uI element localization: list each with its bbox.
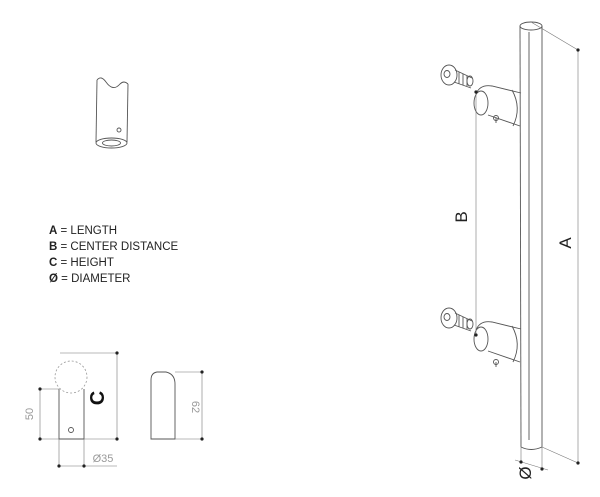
standoff-front-view (38, 351, 119, 468)
legend-key: A (49, 225, 58, 237)
standoff-side-view (150, 370, 204, 441)
legend-row-length: A = LENGTH (49, 223, 178, 239)
dimension-label-50: 50 (24, 408, 36, 420)
legend-row-center-distance: B = CENTER DISTANCE (49, 239, 178, 255)
legend-key: B (49, 241, 58, 253)
dimension-legend: A = LENGTH B = CENTER DISTANCE C = HEIGH… (49, 223, 178, 287)
dimension-label-62: 62 (189, 401, 201, 413)
legend-text: = HEIGHT (60, 257, 114, 269)
legend-text: = LENGTH (60, 225, 118, 237)
dimension-label-diameter-35: Ø35 (93, 453, 114, 465)
dimension-label-diameter: Ø (516, 466, 535, 479)
legend-row-diameter: Ø = DIAMETER (49, 271, 178, 287)
dimension-label-b: B (452, 211, 471, 222)
pull-handle-perspective-view (440, 21, 580, 471)
standoff-perspective-view (95, 77, 129, 149)
legend-text: = DIAMETER (61, 273, 131, 285)
legend-key: C (49, 257, 58, 269)
dimension-label-c: C (87, 391, 109, 405)
legend-row-height: C = HEIGHT (49, 255, 178, 271)
legend-text: = CENTER DISTANCE (60, 241, 179, 253)
dimension-label-a: A (556, 237, 575, 249)
legend-key: Ø (49, 273, 58, 285)
